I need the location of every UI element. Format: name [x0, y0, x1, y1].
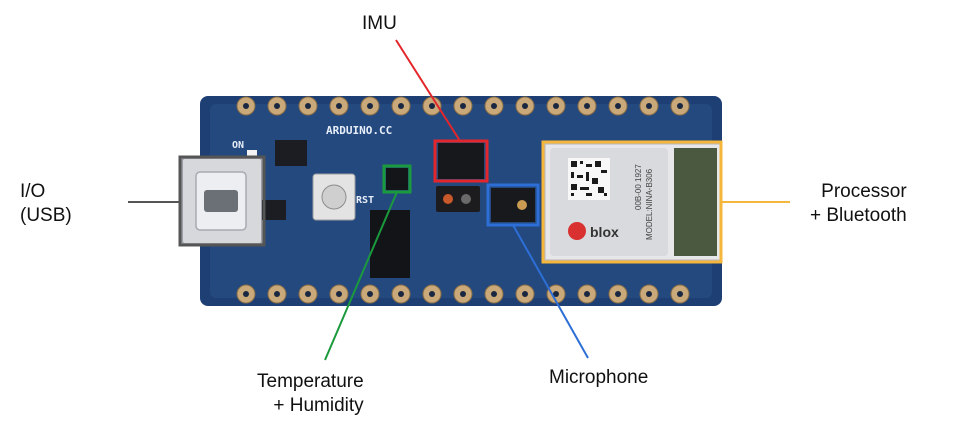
- processor-label: Processor + Bluetooth: [810, 181, 907, 226]
- module-code: 00B-00 1927: [634, 164, 643, 210]
- ublox-logo-icon: [568, 222, 586, 240]
- temperature-sensor-chip: [386, 168, 408, 190]
- module-brand: blox: [590, 224, 619, 240]
- io-label: I/O (USB): [20, 181, 72, 226]
- board-rst-label: RST: [356, 195, 374, 206]
- power-chip: [370, 210, 410, 278]
- microphone-label: Microphone: [549, 367, 649, 388]
- microphone-chip: [491, 188, 535, 222]
- imu-highlight: [433, 139, 489, 183]
- pin-holes: [243, 103, 683, 297]
- gesture-sensor-lens-b: [461, 194, 471, 204]
- usb-slot: [204, 190, 238, 212]
- led-on: [247, 150, 257, 156]
- antenna: [674, 148, 717, 256]
- module-model: MODEL:NINA-B306: [645, 168, 654, 240]
- gesture-sensor: [436, 186, 480, 212]
- imu-leader-line: [395, 39, 461, 142]
- gesture-sensor-lens-a: [443, 194, 453, 204]
- temperature-leader-line: [324, 191, 398, 361]
- microphone-leader-line: [512, 224, 589, 359]
- reset-button-cap: [321, 184, 347, 210]
- board-silkscreen: ARDUINO.CC: [326, 124, 392, 137]
- imu-chip: [438, 143, 484, 179]
- microphone-port: [517, 200, 527, 210]
- board-on-label: ON: [232, 140, 244, 151]
- ic-chip: [262, 200, 286, 220]
- temperature-label: Temperature + Humidity: [257, 371, 364, 416]
- imu-label: IMU: [362, 13, 397, 34]
- qr-code: [568, 158, 610, 200]
- regulator-chip: [275, 140, 307, 166]
